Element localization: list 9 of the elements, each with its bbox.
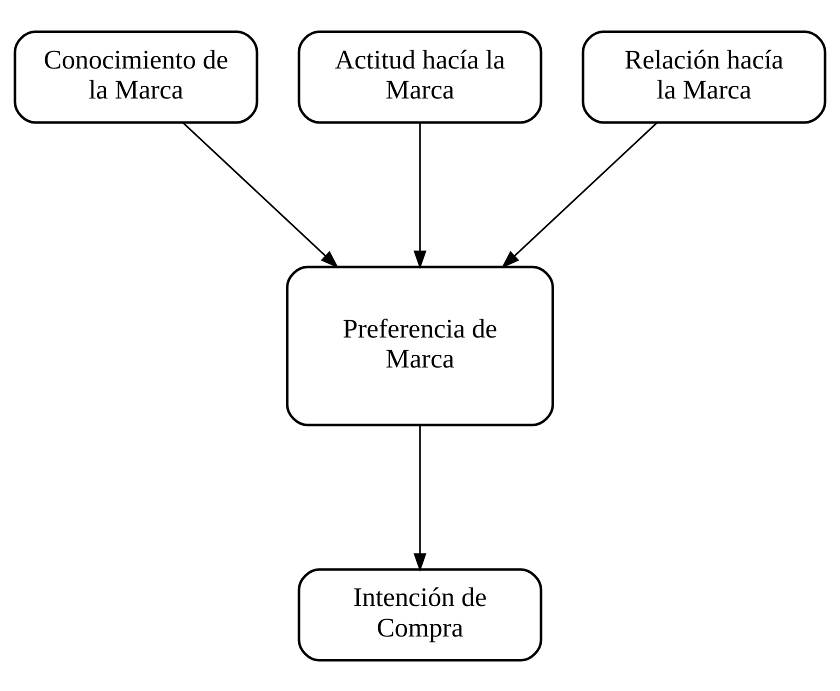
arrow	[501, 122, 658, 268]
arrow	[182, 122, 339, 268]
arrow	[414, 424, 426, 572]
node-box: Actitud hacía la Marca	[298, 30, 542, 124]
node-box: Intención de Compra	[298, 568, 542, 662]
node-box: Preferencia de Marca	[286, 265, 554, 426]
node-box: Conocimiento de la Marca	[14, 30, 258, 124]
node-box: Relación hacía la Marca	[582, 30, 826, 124]
arrow	[414, 122, 426, 269]
